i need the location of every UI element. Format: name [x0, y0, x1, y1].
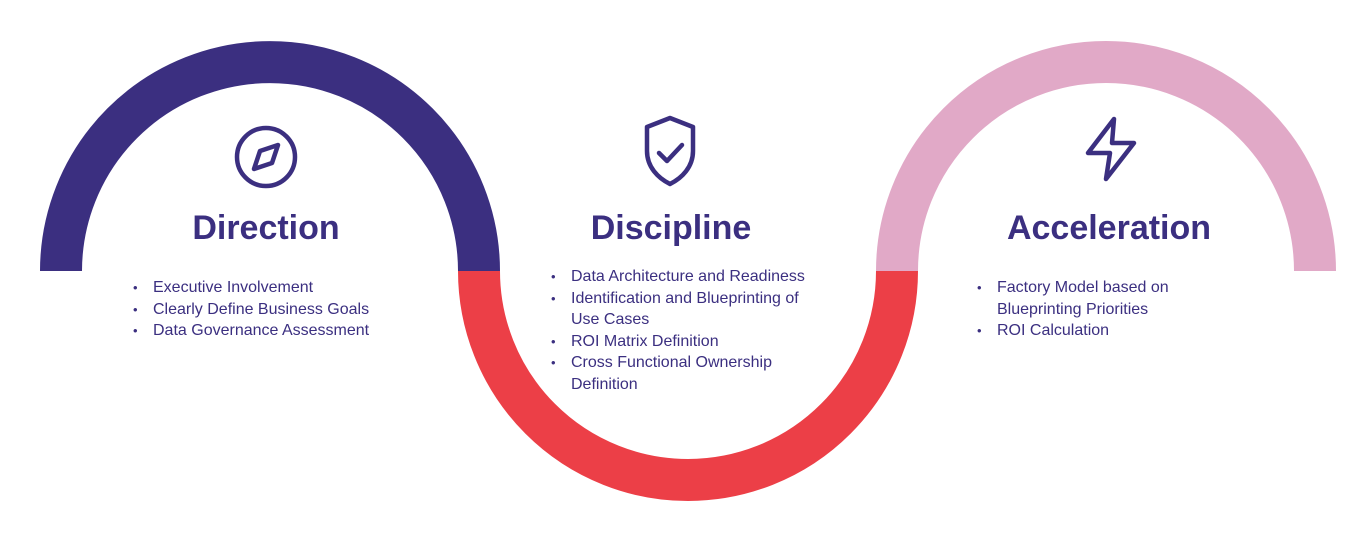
direction-list: Executive Involvement Clearly Define Bus…: [133, 277, 433, 342]
list-item: Cross Functional Ownership Definition: [551, 352, 816, 395]
list-item: Identification and Blueprinting of Use C…: [551, 288, 816, 331]
list-item: ROI Calculation: [977, 320, 1207, 342]
list-item: Data Architecture and Readiness: [551, 266, 816, 288]
compass-icon: [234, 125, 298, 189]
direction-title: Direction: [192, 209, 340, 247]
acceleration-list: Factory Model based on Blueprinting Prio…: [977, 277, 1207, 342]
discipline-title: Discipline: [590, 209, 752, 247]
lightning-bolt-icon: [1085, 116, 1137, 182]
shield-check-icon: [644, 115, 696, 187]
discipline-list: Data Architecture and Readiness Identifi…: [551, 266, 816, 395]
list-item: Executive Involvement: [133, 277, 433, 299]
list-item: Factory Model based on Blueprinting Prio…: [977, 277, 1207, 320]
list-item: ROI Matrix Definition: [551, 331, 816, 353]
acceleration-arc: [876, 41, 1336, 272]
direction-arc: [40, 41, 500, 272]
list-item: Data Governance Assessment: [133, 320, 433, 342]
discipline-arc: [458, 270, 918, 501]
list-item: Clearly Define Business Goals: [133, 299, 433, 321]
acceleration-title: Acceleration: [1006, 209, 1212, 247]
